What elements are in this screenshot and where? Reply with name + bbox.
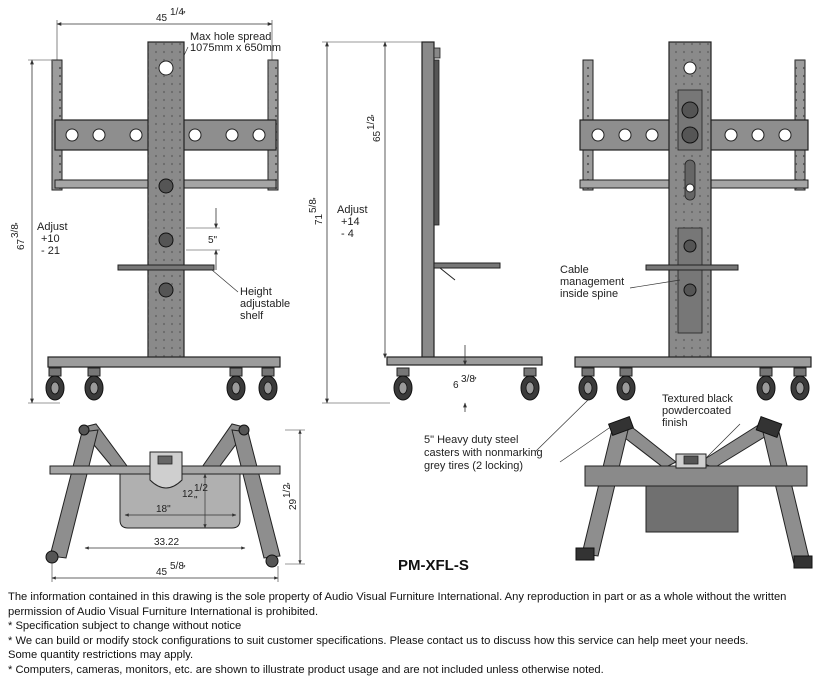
technical-drawing: 45 1/4 " Max hole spread 1075mm x 650mm … [10,7,813,582]
shelf-label-line3: shelf [240,310,264,322]
disclaimer-notes: The information contained in this drawin… [8,590,834,678]
front-shelf [117,264,215,271]
custom-config-note: * We can build or modify stock configura… [8,634,749,647]
side-base-unit: " [473,376,477,387]
front-base [47,356,281,368]
model-number: PM-XFL-S [398,557,469,574]
front-width-fraction: 1/4 [170,7,184,18]
caster-icon [520,367,540,401]
front-height-whole: 67 [16,238,27,250]
top-total-depth-whole: 29 [288,498,299,510]
top-depth-fraction: 1/2 [194,483,208,494]
cable-label-line2: management [560,276,624,288]
caster-icon [84,367,104,401]
cable-label-line3: inside spine [560,288,618,300]
front-width-whole: 45 [156,13,168,24]
side-adjust-down: - 4 [341,228,354,240]
max-hole-spread-title: Max hole spread [190,31,271,43]
top-depth-unit: " [194,495,198,506]
casters-label-line3: grey tires (2 locking) [424,460,523,472]
top-view: 12 1/2 " 18" 33.22 45 5/8 " 29 1/2 " [45,423,305,582]
caster-icon [258,367,278,401]
caster-icon [393,367,413,401]
top-outer-fraction: 5/8 [170,561,184,572]
side-total-fraction: 5/8 [308,199,319,213]
side-view: 71 5/8 " 65 1/2 " Adjust +14 - 4 6 3/8 " [308,41,543,412]
perspective-view: Textured black powdercoated finish [575,393,813,569]
caster-icon [45,367,65,401]
side-upper-whole: 65 [372,130,383,142]
caster-icon [790,367,810,401]
side-total-whole: 71 [314,213,325,225]
caster-icon [756,367,776,401]
top-inner-width: 33.22 [154,537,179,548]
casters-label-line2: casters with nonmarking [424,447,543,459]
front-height-fraction: 3/8 [10,224,21,238]
quantity-restriction-note: Some quantity restrictions may apply. [8,649,194,662]
finish-label-line3: finish [662,417,688,429]
front-adjust-up: +10 [41,233,60,245]
top-total-depth-unit: " [286,482,297,486]
shelf-label-line1: Height [240,286,272,298]
top-outer-whole: 45 [156,567,168,578]
shelf-label-line2: adjustable [240,298,290,310]
caster-icon [226,367,246,401]
side-upper-unit: " [370,114,381,118]
top-outer-unit: " [182,564,186,575]
front-view: 45 1/4 " Max hole spread 1075mm x 650mm … [10,7,290,404]
products-illustration-note: * Computers, cameras, monitors, etc. are… [8,663,604,676]
finish-label-line2: powdercoated [662,405,731,417]
side-adjust-up: +14 [341,216,360,228]
front-width-unit: " [182,10,186,21]
casters-callout: 5" Heavy duty steel casters with nonmark… [424,399,613,472]
max-hole-spread-value: 1075mm x 650mm [190,42,281,54]
top-shelf-width: 18" [156,504,171,515]
rear-view: Cable management inside spine [560,41,812,401]
side-adjust-title: Adjust [337,204,368,216]
casters-label-line1: 5" Heavy duty steel [424,434,518,446]
top-total-depth-fraction: 1/2 [282,484,293,498]
top-depth-whole: 12 [182,489,194,500]
front-adjust-down: - 21 [41,245,60,257]
side-base-fraction: 3/8 [461,374,475,385]
front-slot-spacing: 5" [208,235,218,246]
spec-change-note: * Specification subject to change withou… [8,620,242,633]
side-total-unit: " [312,197,323,201]
front-adjust-title: Adjust [37,221,68,233]
side-base-whole: 6 [453,380,459,391]
finish-label-line1: Textured black [662,393,733,405]
caster-icon [616,367,636,401]
side-upper-fraction: 1/2 [366,116,377,130]
proprietary-notice: The information contained in this drawin… [8,591,787,618]
caster-icon [578,367,598,401]
cable-label-line1: Cable [560,264,589,276]
front-height-unit: " [14,222,25,226]
